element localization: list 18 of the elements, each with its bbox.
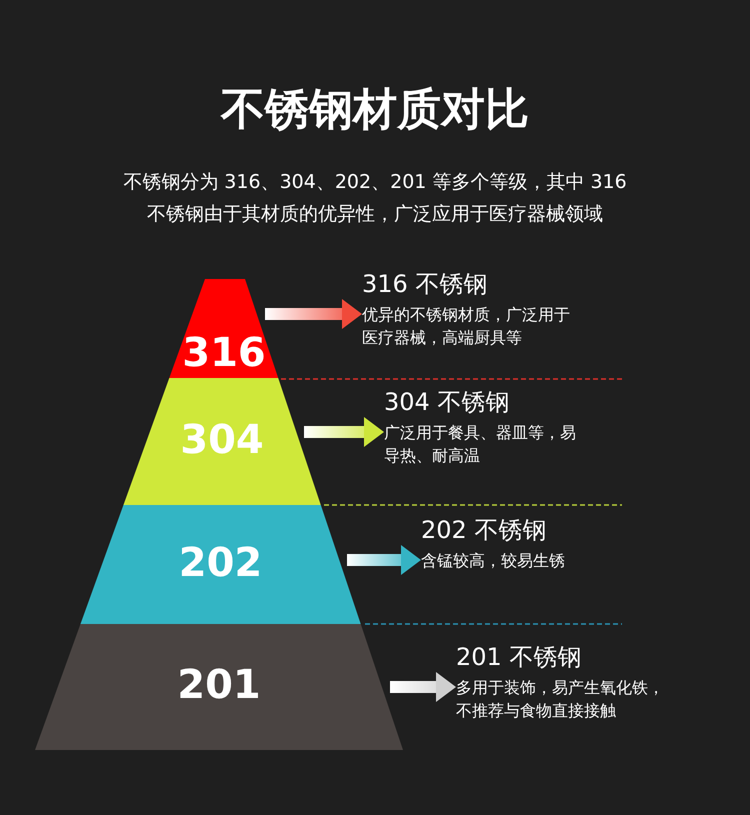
arrow [347, 545, 421, 575]
grade-description: 优异的不锈钢材质，广泛用于医疗器械，高端厨具等 [362, 304, 571, 349]
grade-heading: 201 不锈钢 [456, 642, 582, 672]
arrow [390, 672, 456, 702]
arrow [265, 299, 362, 329]
grade-number: 201 [176, 662, 262, 708]
grade-heading: 304 不锈钢 [384, 387, 510, 417]
grade-heading: 316 不锈钢 [362, 269, 488, 299]
arrow [304, 417, 384, 447]
title: 不锈钢材质对比 [219, 83, 530, 137]
grade-number: 304 [179, 416, 265, 462]
intro-text: 不锈钢分为 316、304、202、201 等多个等级，其中 316不锈钢由于其材质的优异性，广泛应用于医疗器械领域 [122, 170, 628, 227]
grade-number: 316 [181, 330, 267, 376]
grade-description: 多用于装饰，易产生氧化铁，不推荐与食物直接接触 [456, 677, 665, 722]
grade-description: 广泛用于餐具、器皿等，易导热、耐高温 [384, 422, 576, 467]
grade-number: 202 [178, 540, 264, 586]
grade-heading: 202 不锈钢 [421, 515, 548, 545]
grade-description: 含锰较高，较易生锈 [421, 550, 566, 572]
